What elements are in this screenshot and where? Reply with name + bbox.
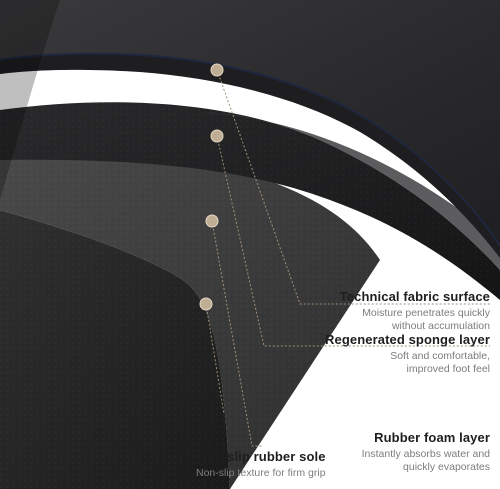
sponge-texture xyxy=(0,102,500,300)
leader-line-fabric xyxy=(216,69,490,305)
leader-line-foam xyxy=(211,220,262,447)
leader-line-sole xyxy=(205,303,225,415)
callout-anti-slip-sole: Anti-slip rubber sole Non-slip texture f… xyxy=(196,449,326,480)
sole-texture xyxy=(0,210,230,489)
fabric-layer xyxy=(0,0,500,246)
callout-desc-line: quickly evaporates xyxy=(403,461,490,473)
fabric-underside xyxy=(0,53,500,258)
marker-foam xyxy=(205,214,219,228)
foam-texture xyxy=(0,154,380,489)
callout-desc-line: without accumulation xyxy=(391,320,490,332)
leader-line-sponge xyxy=(216,135,490,347)
callout-desc-line: Instantly absorbs water and xyxy=(361,448,490,460)
callout-title: Anti-slip rubber sole xyxy=(197,449,326,464)
callout-desc-line: Non-slip texture for firm grip xyxy=(196,467,326,479)
callout-title: Rubber foam layer xyxy=(374,430,490,445)
callout-regenerated-sponge: Regenerated sponge layer Soft and comfor… xyxy=(325,332,490,376)
callout-desc-line: Moisture penetrates quickly xyxy=(362,307,490,319)
callout-title: Regenerated sponge layer xyxy=(325,332,490,347)
fabric-edge-line xyxy=(0,52,500,247)
callout-rubber-foam: Rubber foam layer Instantly absorbs wate… xyxy=(362,430,490,474)
callout-desc-line: improved foot feel xyxy=(406,363,490,375)
callout-technical-fabric: Technical fabric surface Moisture penetr… xyxy=(340,289,490,333)
callout-desc-line: Soft and comfortable, xyxy=(390,350,490,362)
marker-fabric xyxy=(210,63,224,77)
marker-sole xyxy=(199,297,213,311)
callout-title: Technical fabric surface xyxy=(339,289,490,304)
marker-sponge xyxy=(210,129,224,143)
fabric-fold-shade xyxy=(0,0,60,200)
